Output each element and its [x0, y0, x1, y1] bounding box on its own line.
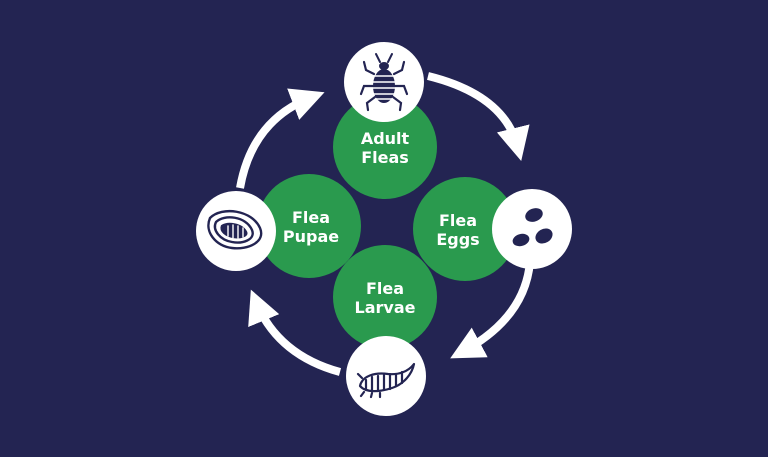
arrow-pupae-to-adult [236, 88, 325, 189]
stage-flea-larvae: Flea Larvae [333, 245, 437, 349]
flea-pupa-icon [207, 210, 263, 250]
stage-label-eggs-line2: Eggs [436, 230, 479, 249]
flea-eggs-icon-badge [492, 189, 572, 269]
flea-larva-icon [356, 362, 416, 399]
stage-label-eggs-line1: Flea [439, 211, 477, 230]
stage-label-pupae-line2: Pupae [283, 227, 339, 246]
stage-flea-pupae: Flea Pupae [257, 174, 361, 278]
stage-circles: Adult Fleas Flea Eggs Flea Larvae Flea P… [257, 95, 517, 349]
stage-circle-larvae [333, 245, 437, 349]
arrow-adult-to-eggs [427, 72, 530, 162]
icon-circle-eggs [492, 189, 572, 269]
flea-eggs-icon [512, 208, 553, 247]
stage-label-larvae-line2: Larvae [355, 298, 416, 317]
adult-flea-icon [359, 53, 409, 112]
stage-flea-eggs: Flea Eggs [413, 177, 517, 281]
arrow-larvae-to-pupae [248, 289, 342, 376]
icon-circle-larvae [346, 336, 426, 416]
arrow-eggs-to-larvae [450, 261, 534, 359]
stage-circle-adult [333, 95, 437, 199]
stage-label-adult-line2: Fleas [361, 148, 409, 167]
stage-circle-pupae [257, 174, 361, 278]
adult-flea-icon-badge [344, 42, 424, 122]
stage-circle-eggs [413, 177, 517, 281]
stage-adult-fleas: Adult Fleas [333, 95, 437, 199]
cycle-arrows [236, 72, 534, 376]
flea-pupa-icon-badge [196, 191, 276, 271]
stage-label-pupae-line1: Flea [292, 208, 330, 227]
flea-larva-icon-badge [346, 336, 426, 416]
icon-circles [196, 42, 572, 416]
stage-label-larvae-line1: Flea [366, 279, 404, 298]
stage-label-adult-line1: Adult [361, 129, 410, 148]
